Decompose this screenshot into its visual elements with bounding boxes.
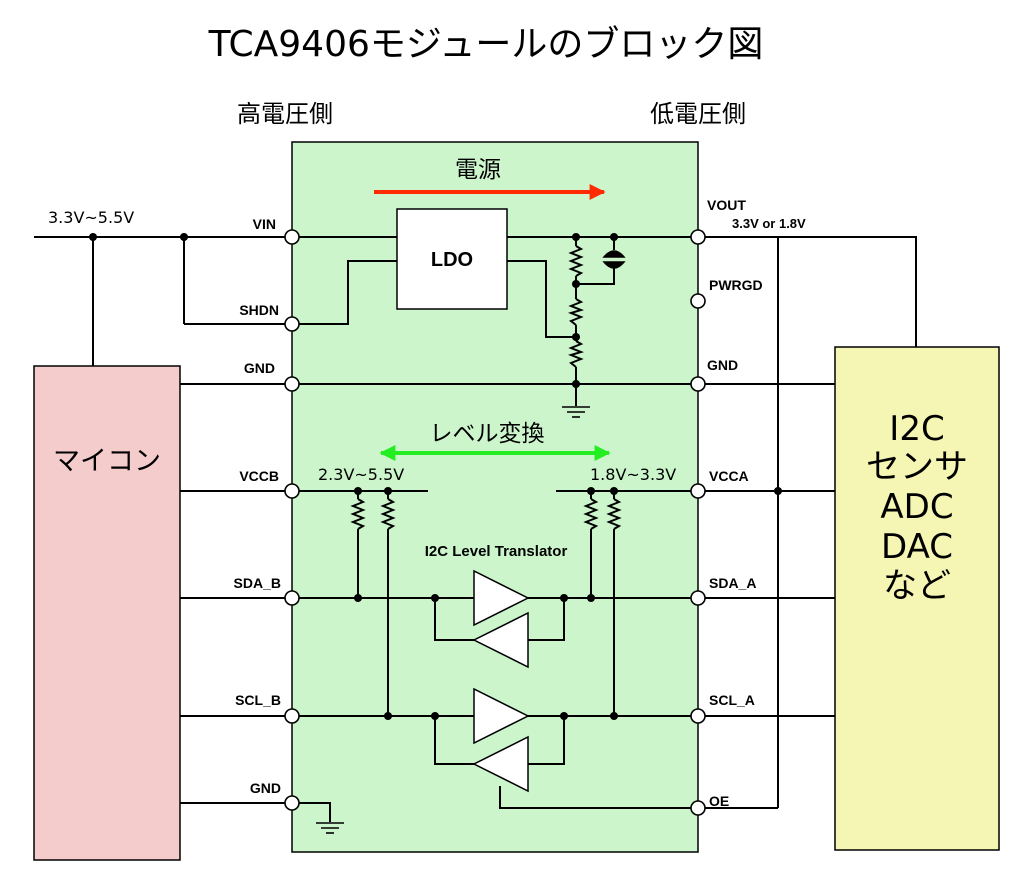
page-title: TCA9406モジュールのブロック図 [208,24,764,65]
pin-label-vin: VIN [253,216,276,232]
pin-label-sda-a: SDA_A [709,575,756,591]
mcu-block [33,365,181,861]
sensor-line-i2c: I2C [889,409,944,449]
pin-label-vout: VOUT [707,197,746,213]
ldo-label: LDO [431,249,473,271]
pin-gnd-left [284,376,300,392]
sensor-line-sensor: センサ [866,447,968,487]
buffer-sda-forward [473,569,530,627]
sensor-line-etc: など [883,566,951,606]
pin-label-vccb: VCCB [239,468,279,484]
level-shift-label: レベル変換 [430,421,545,447]
pin-label-scl-b: SCL_B [235,692,281,708]
pin-label-sda-b: SDA_B [234,575,281,591]
pin-vcca [690,483,706,499]
translator-label: I2C Level Translator [425,543,568,560]
pin-label-oe: OE [709,793,729,809]
pullup-resistor-scl-b [380,498,396,530]
buffer-scl-reverse [472,735,529,793]
low-voltage-side-label: 低電圧側 [650,100,746,128]
pullup-resistor-sda-a [583,498,599,530]
pin-gnd-bottom [284,795,300,811]
capacitor [602,250,626,269]
high-voltage-side-label: 高電圧側 [237,100,333,128]
output-voltage-label: 3.3V or 1.8V [732,216,806,231]
pin-label-gnd-bottom: GND [250,780,281,796]
sensor-line-adc: ADC [880,487,953,527]
sensor-block [834,346,1000,851]
pin-label-gnd-left: GND [244,360,275,376]
pin-shdn [284,316,300,332]
pin-gnd-right [690,376,706,392]
pin-oe [690,800,706,816]
junction-dots [89,233,782,720]
pin-label-shdn: SHDN [239,302,279,318]
pin-scl-b [284,708,300,724]
buffer-scl-forward [473,687,530,745]
resistor-ldo-top [568,245,584,277]
pins-left [284,229,300,811]
pin-scl-a [690,708,706,724]
pin-pwrgd [690,293,706,309]
resistor-ldo-bottom [567,340,585,368]
buffer-sda-reverse [472,611,529,669]
vccb-range-label: 2.3V~5.5V [318,465,404,484]
pin-sda-a [690,590,706,606]
pin-sda-b [284,590,300,606]
pin-label-gnd-right: GND [707,357,738,373]
pins-right [690,229,706,816]
ground-symbol-bottom [316,822,344,834]
input-voltage-label: 3.3V~5.5V [48,208,134,227]
sensor-label: I2C センサ ADC DAC など [866,409,968,606]
mcu-label: マイコン [53,446,161,477]
ground-symbol-ldo [562,406,590,418]
pin-label-pwrgd: PWRGD [709,277,763,293]
pin-label-vcca: VCCA [709,468,749,484]
pullup-resistor-sda-b [350,498,366,530]
pullup-resistor-scl-a [606,498,622,530]
resistor-ldo-mid [567,298,585,326]
sensor-line-dac: DAC [881,527,953,567]
pin-vccb [284,483,300,499]
ldo-block [396,208,508,310]
pin-vout [690,229,706,245]
power-label: 電源 [455,157,501,183]
pin-vin [284,229,300,245]
pin-label-scl-a: SCL_A [709,692,755,708]
vcca-range-label: 1.8V~3.3V [590,465,676,484]
